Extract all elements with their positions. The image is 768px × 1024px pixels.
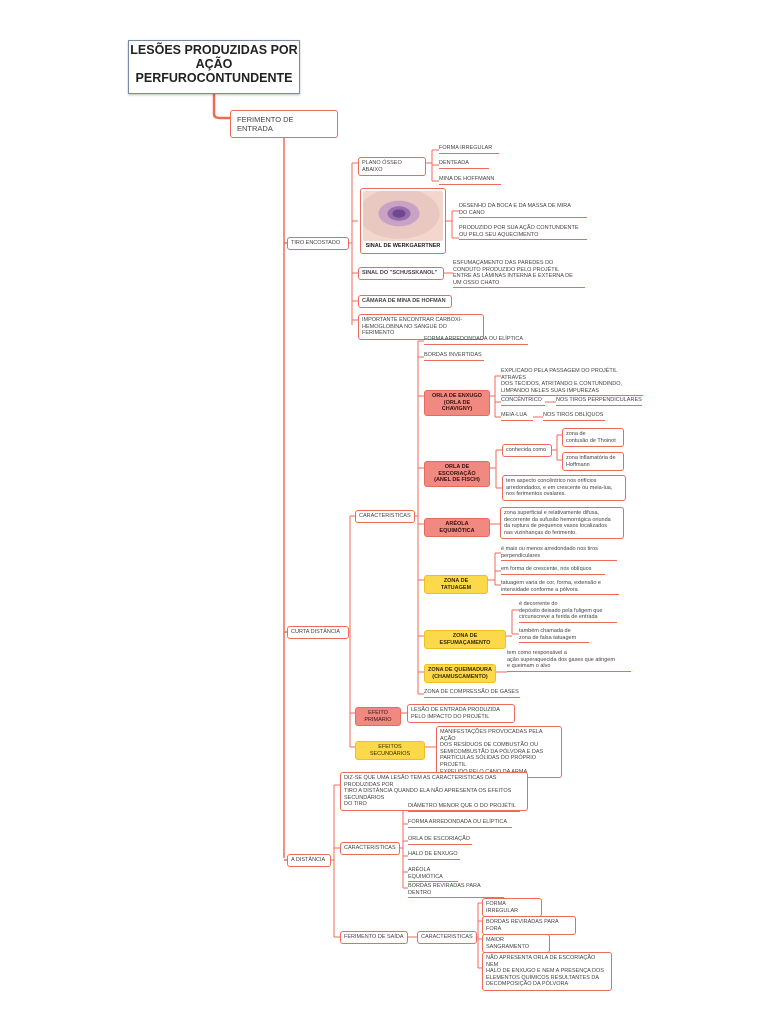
node-tatuagem-note-1[interactable]: é mais ou menos arredondado nos tiros pe… [501,546,617,562]
node-orla-escoriacao[interactable]: ORLA DE ESCORIAÇÃO (ANEL DE FISCH) [424,461,490,487]
node-meia-lua[interactable]: MEIA-LUA [501,412,533,421]
node-a-distancia-definition[interactable]: DIZ-SE QUE UMA LESÃO TEM AS CARACTERISTI… [340,772,528,811]
node-distancia-item-6[interactable]: BORDAS REVIRADAS PARA DENTRO [408,883,504,899]
node-schusskanol-note[interactable]: ESFUMAÇAMENTO DAS PAREDES DO CONDUTO PRO… [453,260,585,289]
node-carboxi[interactable]: IMPORTANTE ENCONTRAR CARBOXI- HEMOGLOBIN… [358,314,484,340]
node-esfumacamento-note-1[interactable]: é decorrente do depósito deixado pela fu… [519,601,617,623]
node-efeito-primario-note[interactable]: LESÃO DE ENTRADA PRODUZIDA PELO IMPACTO … [407,704,515,724]
node-werkgaertner-note-2[interactable]: PRODUZIDO POR SUA AÇÃO CONTUNDENTE OU PE… [459,225,587,241]
node-zona-esfumacamento[interactable]: ZONA DE ESFUMAÇAMENTO [424,630,506,650]
node-concentrico-note[interactable]: NOS TIROS PERPENDICULARES [556,397,642,406]
node-efeitos-secundarios[interactable]: EFEITOS SECUNDÁRIOS [355,741,425,761]
node-a-distancia[interactable]: A DISTÂNCIA [287,854,331,867]
node-zona-inflamatoria[interactable]: zona inflamatória de Hoffmann [562,452,624,472]
node-distancia-item-1[interactable]: DIÂMETRO MENOR QUE O DO PROJÉTIL [408,803,520,812]
node-zona-contusao[interactable]: zona de contusão de Thoinot [562,428,624,448]
node-camara-mina[interactable]: CÂMARA DE MINA DE HOFMAN [358,295,452,308]
node-tiro-encostado[interactable]: TIRO ENCOSTADO [287,237,349,250]
node-bordas-invertidas[interactable]: BORDAS INVERTIDAS [424,352,484,361]
node-areola-equimotica[interactable]: ARÉOLA EQUIMÓTICA [424,518,490,538]
node-distancia-item-4[interactable]: HALO DE ENXUGO [408,851,460,860]
node-forma-arredondada[interactable]: FORMA ARREDONDADA OU ELÍPTICA [424,336,528,345]
node-forma-irregular[interactable]: FORMA IRREGULAR [439,145,499,154]
node-distancia-item-2[interactable]: FORMA ARREDONDADA OU ELÍPTICA [408,819,512,828]
node-caracteristicas-distancia[interactable]: CARACTERISTICAS [340,842,400,855]
node-efeito-primario[interactable]: EFEITO PRIMÁRIO [355,707,401,727]
node-orla-enxugo[interactable]: ORLA DE ENXUGO (ORLA DE CHAVIGNY) [424,390,490,416]
node-curta-distancia[interactable]: CURTA DISTÂNCIA [287,626,349,639]
node-saida-item-4[interactable]: NÃO APRESENTA ORLA DE ESCORIAÇÃO NEM HAL… [482,952,612,991]
node-saida-item-2[interactable]: BORDAS REVIRADAS PARA FORA [482,916,576,936]
node-conhecida-como[interactable]: conhecida como [502,444,552,457]
wound-photo [363,191,443,241]
node-tatuagem-note-2[interactable]: em forma de crescente, nos oblíquos [501,566,605,575]
node-saida-item-3[interactable]: MAIOR SANGRAMENTO [482,934,550,954]
node-schusskanol[interactable]: SINAL DO "SCHUSSKANOL" [358,267,444,280]
node-distancia-item-3[interactable]: ORLA DE ESCORIAÇÃO [408,836,472,845]
node-escoriacao-note[interactable]: tem aspecto concêntrico nos orifícios ar… [502,475,626,501]
node-areola-note[interactable]: zona superficial e relativamente difusa,… [500,507,624,540]
node-zona-queimadura[interactable]: ZONA DE QUEIMADURA (CHAMUSCAMENTO) [424,664,496,684]
node-distancia-item-5[interactable]: ARÉOLA EQUIMÓTICA [408,867,458,883]
node-plano-osseo[interactable]: PLANO ÓSSEO ABAIXO [358,157,426,177]
node-saida-item-1[interactable]: FORMA IRREGULAR [482,898,542,918]
node-denteada[interactable]: DENTEADA [439,160,489,169]
node-concentrico[interactable]: CONCÊNTRICO [501,397,545,406]
node-queimadura-note[interactable]: tem como responsável a ação superaquecid… [507,650,631,672]
node-meia-lua-note[interactable]: NOS TIROS OBLÍQUOS [543,412,605,421]
node-ferimento-saida[interactable]: FERIMENTO DE SAÍDA [340,931,408,944]
node-orla-enxugo-note[interactable]: EXPLICADO PELA PASSAGEM DO PROJÉTIL ATRA… [501,368,643,397]
node-caracteristicas-curta[interactable]: CARACTERISTICAS [355,510,415,523]
link-title-ferimento [212,94,230,120]
node-mina-hoffmann[interactable]: MINA DE HOFFMANN [439,176,501,185]
node-werkgaertner-note-1[interactable]: DESENHO DA BOCA E DA MASSA DE MIRA DO CA… [459,203,587,219]
node-efeitos-secundarios-note[interactable]: MANIFESTAÇÕES PROVOCADAS PELA AÇÃO DOS R… [436,726,562,779]
node-zona-tatuagem[interactable]: ZONA DE TATUAGEM [424,575,488,595]
node-esfumacamento-note-2[interactable]: também chamada de zona de falsa tatuagem [519,628,589,644]
werkgaertner-caption: SINAL DE WERKGAERTNER [365,243,441,249]
node-tatuagem-note-3[interactable]: tatuagem varia de cor, forma, extensão e… [501,580,619,596]
werkgaertner-image-node[interactable]: SINAL DE WERKGAERTNER [360,188,446,254]
node-ferimento-de-entrada[interactable]: FERIMENTO DE ENTRADA [230,110,338,138]
node-caracteristicas-saida[interactable]: CARACTERISTICAS [417,931,477,944]
node-zona-compressao[interactable]: ZONA DE COMPRESSÃO DE GASES [424,689,520,698]
map-title[interactable]: LESÕES PRODUZIDAS POR AÇÃO PERFUROCONTUN… [128,40,300,94]
